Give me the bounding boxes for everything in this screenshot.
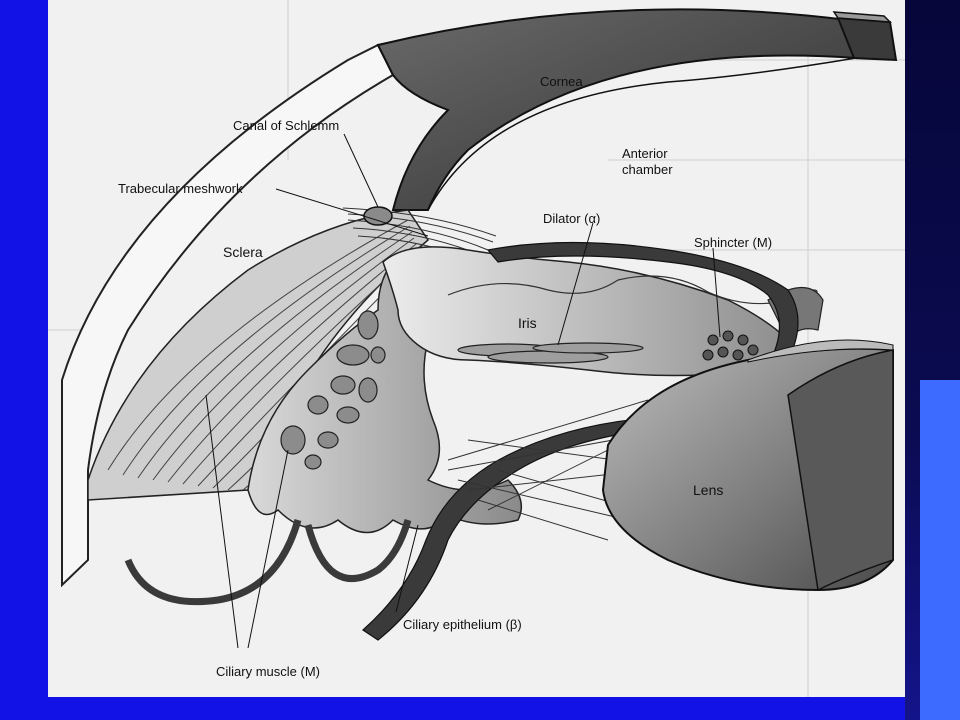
- label-ciliary-muscle: Ciliary muscle (M): [216, 664, 320, 679]
- ciliary-loops: [124, 519, 412, 606]
- label-anterior-chamber-line2: chamber: [622, 162, 673, 177]
- cornea-band: [376, 8, 858, 211]
- label-anterior-chamber-line1: Anterior: [622, 146, 668, 161]
- label-cornea: Cornea: [540, 74, 583, 89]
- label-iris: Iris: [518, 315, 537, 331]
- dilator-muscle: [457, 342, 644, 364]
- sclera-shell: [61, 43, 395, 588]
- right-accent-band: [920, 380, 960, 720]
- eye-anatomy-diagram: [48, 0, 905, 697]
- scanned-figure: Cornea Canal of Schlemm Anterior chamber…: [48, 0, 905, 697]
- posterior-pigment-band: [362, 241, 799, 641]
- ciliary-processes: [280, 310, 386, 470]
- label-dilator: Dilator (α): [543, 211, 601, 226]
- label-sclera: Sclera: [223, 244, 263, 260]
- label-ciliary-epithelium: Ciliary epithelium (β): [403, 617, 522, 632]
- canal-of-schlemm: [363, 206, 393, 226]
- sphincter-muscle: [702, 330, 759, 361]
- label-trabecular-meshwork: Trabecular meshwork: [118, 181, 243, 196]
- leader-lines: [205, 133, 721, 649]
- label-sphincter: Sphincter (M): [694, 235, 773, 250]
- label-lens: Lens: [693, 482, 724, 498]
- label-canal-of-schlemm: Canal of Schlemm: [233, 118, 340, 133]
